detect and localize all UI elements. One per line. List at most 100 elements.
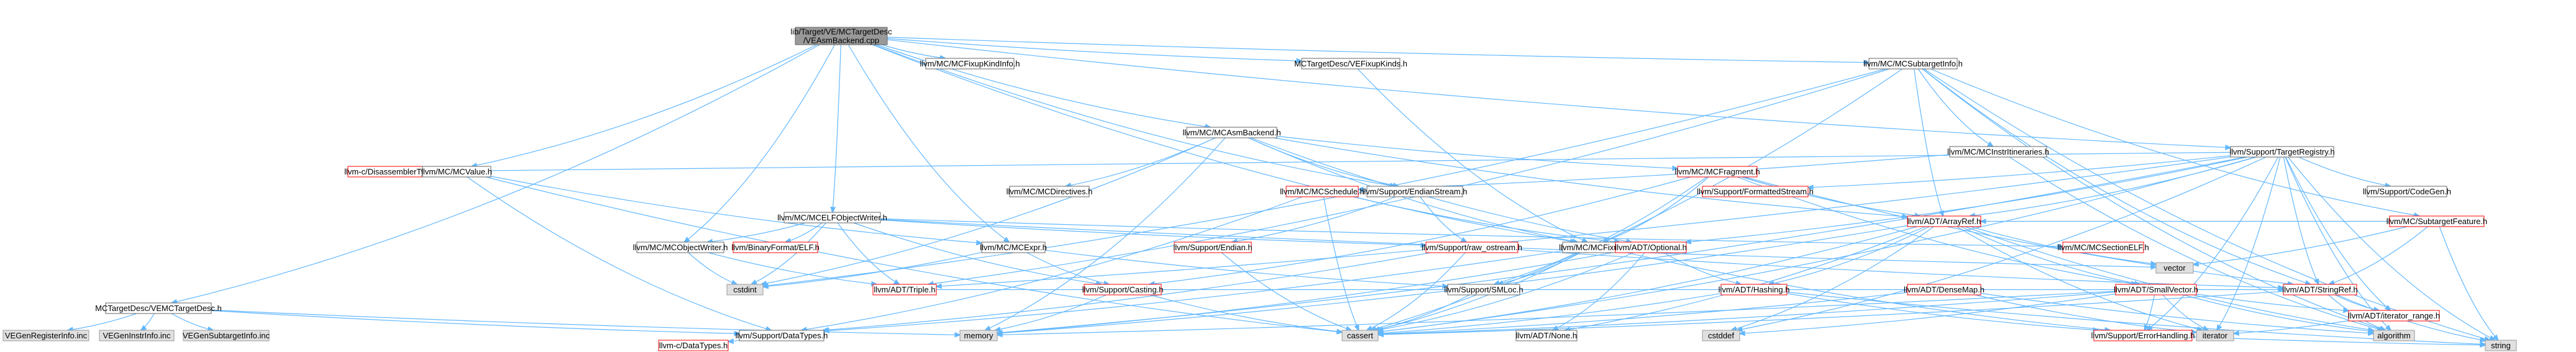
node-box	[872, 284, 937, 296]
node-vefixupkinds[interactable]: MCTargetDesc/VEFixupKinds.h	[1294, 58, 1407, 70]
node-box	[2348, 310, 2440, 322]
node-label: llvm/Support/Casting.h	[1082, 285, 1164, 294]
node-label: llvm/BinaryFormat/ELF.h	[731, 243, 820, 252]
node-box	[2485, 340, 2517, 351]
node-cdatatypes[interactable]: llvm-c/DataTypes.h	[658, 340, 729, 351]
edge-mcelfobjectwriter-to-mcsectionelf	[880, 218, 2063, 246]
node-cassert: cassert	[1341, 330, 1379, 341]
node-mcfixupkindinfo[interactable]: llvm/MC/MCFixupKindInfo.h	[920, 58, 1020, 70]
node-box	[726, 284, 764, 296]
node-box	[1301, 58, 1400, 70]
node-label: llvm/Support/CodeGen.h	[2363, 187, 2451, 196]
node-label: VEGenInstrInfo.inc	[103, 331, 171, 340]
edge-subtargetfeature-to-vector	[2193, 226, 2408, 264]
edge-subtargetfeature-to-stringref	[2329, 226, 2428, 284]
edge-mcfragment-to-casting	[1149, 176, 1691, 284]
node-label: llvm/Support/EndianStream.h	[1362, 187, 1467, 196]
edge-mcasmbackend-to-cstdint	[761, 137, 1216, 284]
node-box	[2115, 284, 2197, 296]
node-mcschedule[interactable]: llvm/MC/MCSchedule.h	[1280, 186, 1364, 197]
edge-hashing-to-errorhandling	[1786, 293, 2098, 330]
edge-iteratorrange-to-iterator	[2234, 320, 2349, 334]
edge-densemap-to-algorithm	[1980, 292, 2373, 334]
node-box	[1447, 284, 1520, 296]
node-arrayref[interactable]: llvm/ADT/ArrayRef.h	[1907, 215, 1981, 227]
node-codegen[interactable]: llvm/Support/CodeGen.h	[2363, 186, 2451, 197]
node-hashing[interactable]: llvm/ADT/Hashing.h	[1719, 284, 1790, 296]
node-label: llvm/MC/MCFixup.h	[1559, 243, 1629, 252]
node-box	[105, 302, 212, 314]
node-box	[783, 212, 881, 223]
edge-root-to-vefixupkinds	[887, 38, 1302, 61]
node-mcvalue[interactable]: llvm/MC/MCValue.h	[421, 166, 492, 178]
node-casting[interactable]: llvm/Support/Casting.h	[1082, 284, 1164, 296]
edge-mcasmbackend-to-memory	[985, 137, 1226, 330]
edge-mcsubtargetinfo-to-stringref	[1922, 68, 2310, 284]
node-box	[2389, 215, 2485, 227]
node-mcsectionelf[interactable]: llvm/MC/MCSectionELF.h	[2057, 241, 2149, 253]
edge-smloc-to-cassert	[1374, 294, 1470, 330]
edge-root-to-mcsubtargetinfo	[887, 37, 1869, 63]
node-box	[1009, 186, 1090, 197]
node-mcinstritineraries[interactable]: llvm/MC/MCInstrItineraries.h	[1947, 146, 2049, 158]
node-smloc[interactable]: llvm/Support/SMLoc.h	[1444, 284, 1523, 296]
node-root[interactable]: lib/Target/VE/MCTargetDesc/VEAsmBackend.…	[790, 27, 892, 45]
node-mcfixup[interactable]: llvm/MC/MCFixup.h	[1559, 241, 1630, 253]
edge-smallvector-to-algorithm	[2183, 294, 2373, 332]
edge-densemap-to-iterator	[1975, 294, 2196, 332]
node-mcelfobjectwriter[interactable]: llvm/MC/MCELFObjectWriter.h	[777, 212, 887, 223]
edge-mcfragment-to-smallvector	[1737, 176, 2137, 284]
node-label: memory	[964, 331, 993, 340]
node-targetregistry[interactable]: llvm/Support/TargetRegistry.h	[2229, 146, 2335, 158]
node-label: llvm/MC/MCAsmBackend.h	[1182, 128, 1281, 137]
node-vetargetdesc[interactable]: MCTargetDesc/VEMCTargetDesc.h	[95, 302, 222, 314]
edge-mcschedule-to-optional	[1353, 196, 1620, 242]
node-label: cstddef	[1708, 331, 1734, 340]
edge-supportendian-to-cassert	[1221, 252, 1351, 330]
node-label: iterator	[2203, 331, 2228, 340]
node-label: llvm/Support/DataTypes.h	[736, 331, 828, 340]
node-datatypes[interactable]: llvm/Support/DataTypes.h	[736, 330, 828, 341]
node-stringref[interactable]: llvm/ADT/StringRef.h	[2282, 284, 2358, 296]
edge-mcasmbackend-to-endianstream	[1248, 137, 1399, 186]
node-box	[636, 241, 724, 253]
edge-casting-to-memory	[995, 294, 1107, 330]
node-smallvector[interactable]: llvm/ADT/SmallVector.h	[2114, 284, 2198, 296]
node-label: llvm/ADT/ArrayRef.h	[1907, 217, 1981, 226]
node-iteratorrange[interactable]: llvm/ADT/iterator_range.h	[2348, 310, 2440, 322]
node-mcobjectwriter[interactable]: llvm/MC/MCObjectWriter.h	[633, 241, 728, 253]
edge-targetregistry-to-errorhandling	[2147, 156, 2279, 330]
node-box	[2283, 284, 2357, 296]
node-mcexpr[interactable]: llvm/MC/MCExpr.h	[980, 241, 1047, 253]
edge-optional-to-memory	[997, 251, 1616, 333]
edge-root-to-mcobjectwriter	[684, 44, 835, 242]
edge-smallvector-to-errorhandling	[2144, 294, 2155, 330]
node-label: llvm/ADT/Triple.h	[874, 285, 935, 294]
node-box	[981, 241, 1046, 253]
node-rawostream[interactable]: llvm/Support/raw_ostream.h	[1422, 241, 1522, 253]
node-optional[interactable]: llvm/ADT/Optional.h	[1615, 241, 1687, 253]
node-supportendian[interactable]: llvm/Support/Endian.h	[1173, 241, 1253, 253]
edge-smallvector-to-cassert	[1378, 291, 2116, 335]
node-box	[2367, 186, 2447, 197]
node-mcfragment[interactable]: llvm/MC/MCFragment.h	[1674, 166, 1760, 178]
node-subtargetfeature[interactable]: llvm/MC/SubtargetFeature.h	[2386, 215, 2488, 227]
node-endianstream[interactable]: llvm/Support/EndianStream.h	[1362, 186, 1468, 197]
edge-mcsubtargetinfo-to-triple	[928, 68, 1890, 284]
node-formattedstream[interactable]: llvm/Support/FormattedStream.h	[1697, 186, 1814, 197]
node-mcsubtargetinfo[interactable]: llvm/MC/MCSubtargetInfo.h	[1863, 58, 1963, 70]
node-densemap[interactable]: llvm/ADT/DenseMap.h	[1904, 284, 1985, 296]
node-label: llvm/ADT/StringRef.h	[2282, 285, 2357, 294]
edge-mcschedule-to-cassert	[1323, 196, 1359, 330]
edge-root-to-mcfixupkindinfo	[881, 44, 945, 58]
node-binaryformatelf[interactable]: llvm/BinaryFormat/ELF.h	[731, 241, 820, 253]
node-label: llvm/Support/FormattedStream.h	[1697, 187, 1814, 196]
node-none[interactable]: llvm/ADT/None.h	[1515, 330, 1578, 341]
edge-root-to-vetargetdesc	[171, 44, 820, 303]
edge-densemap-to-cassert	[1378, 292, 1908, 334]
edge-arrayref-to-smallvector	[1960, 226, 2139, 284]
node-mcasmbackend[interactable]: llvm/MC/MCAsmBackend.h	[1182, 127, 1281, 138]
node-mcdirectives[interactable]: llvm/MC/MCDirectives.h	[1007, 186, 1093, 197]
node-errorhandling[interactable]: llvm/Support/ErrorHandling.h	[2091, 330, 2195, 341]
node-triple[interactable]: llvm/ADT/Triple.h	[872, 284, 937, 296]
